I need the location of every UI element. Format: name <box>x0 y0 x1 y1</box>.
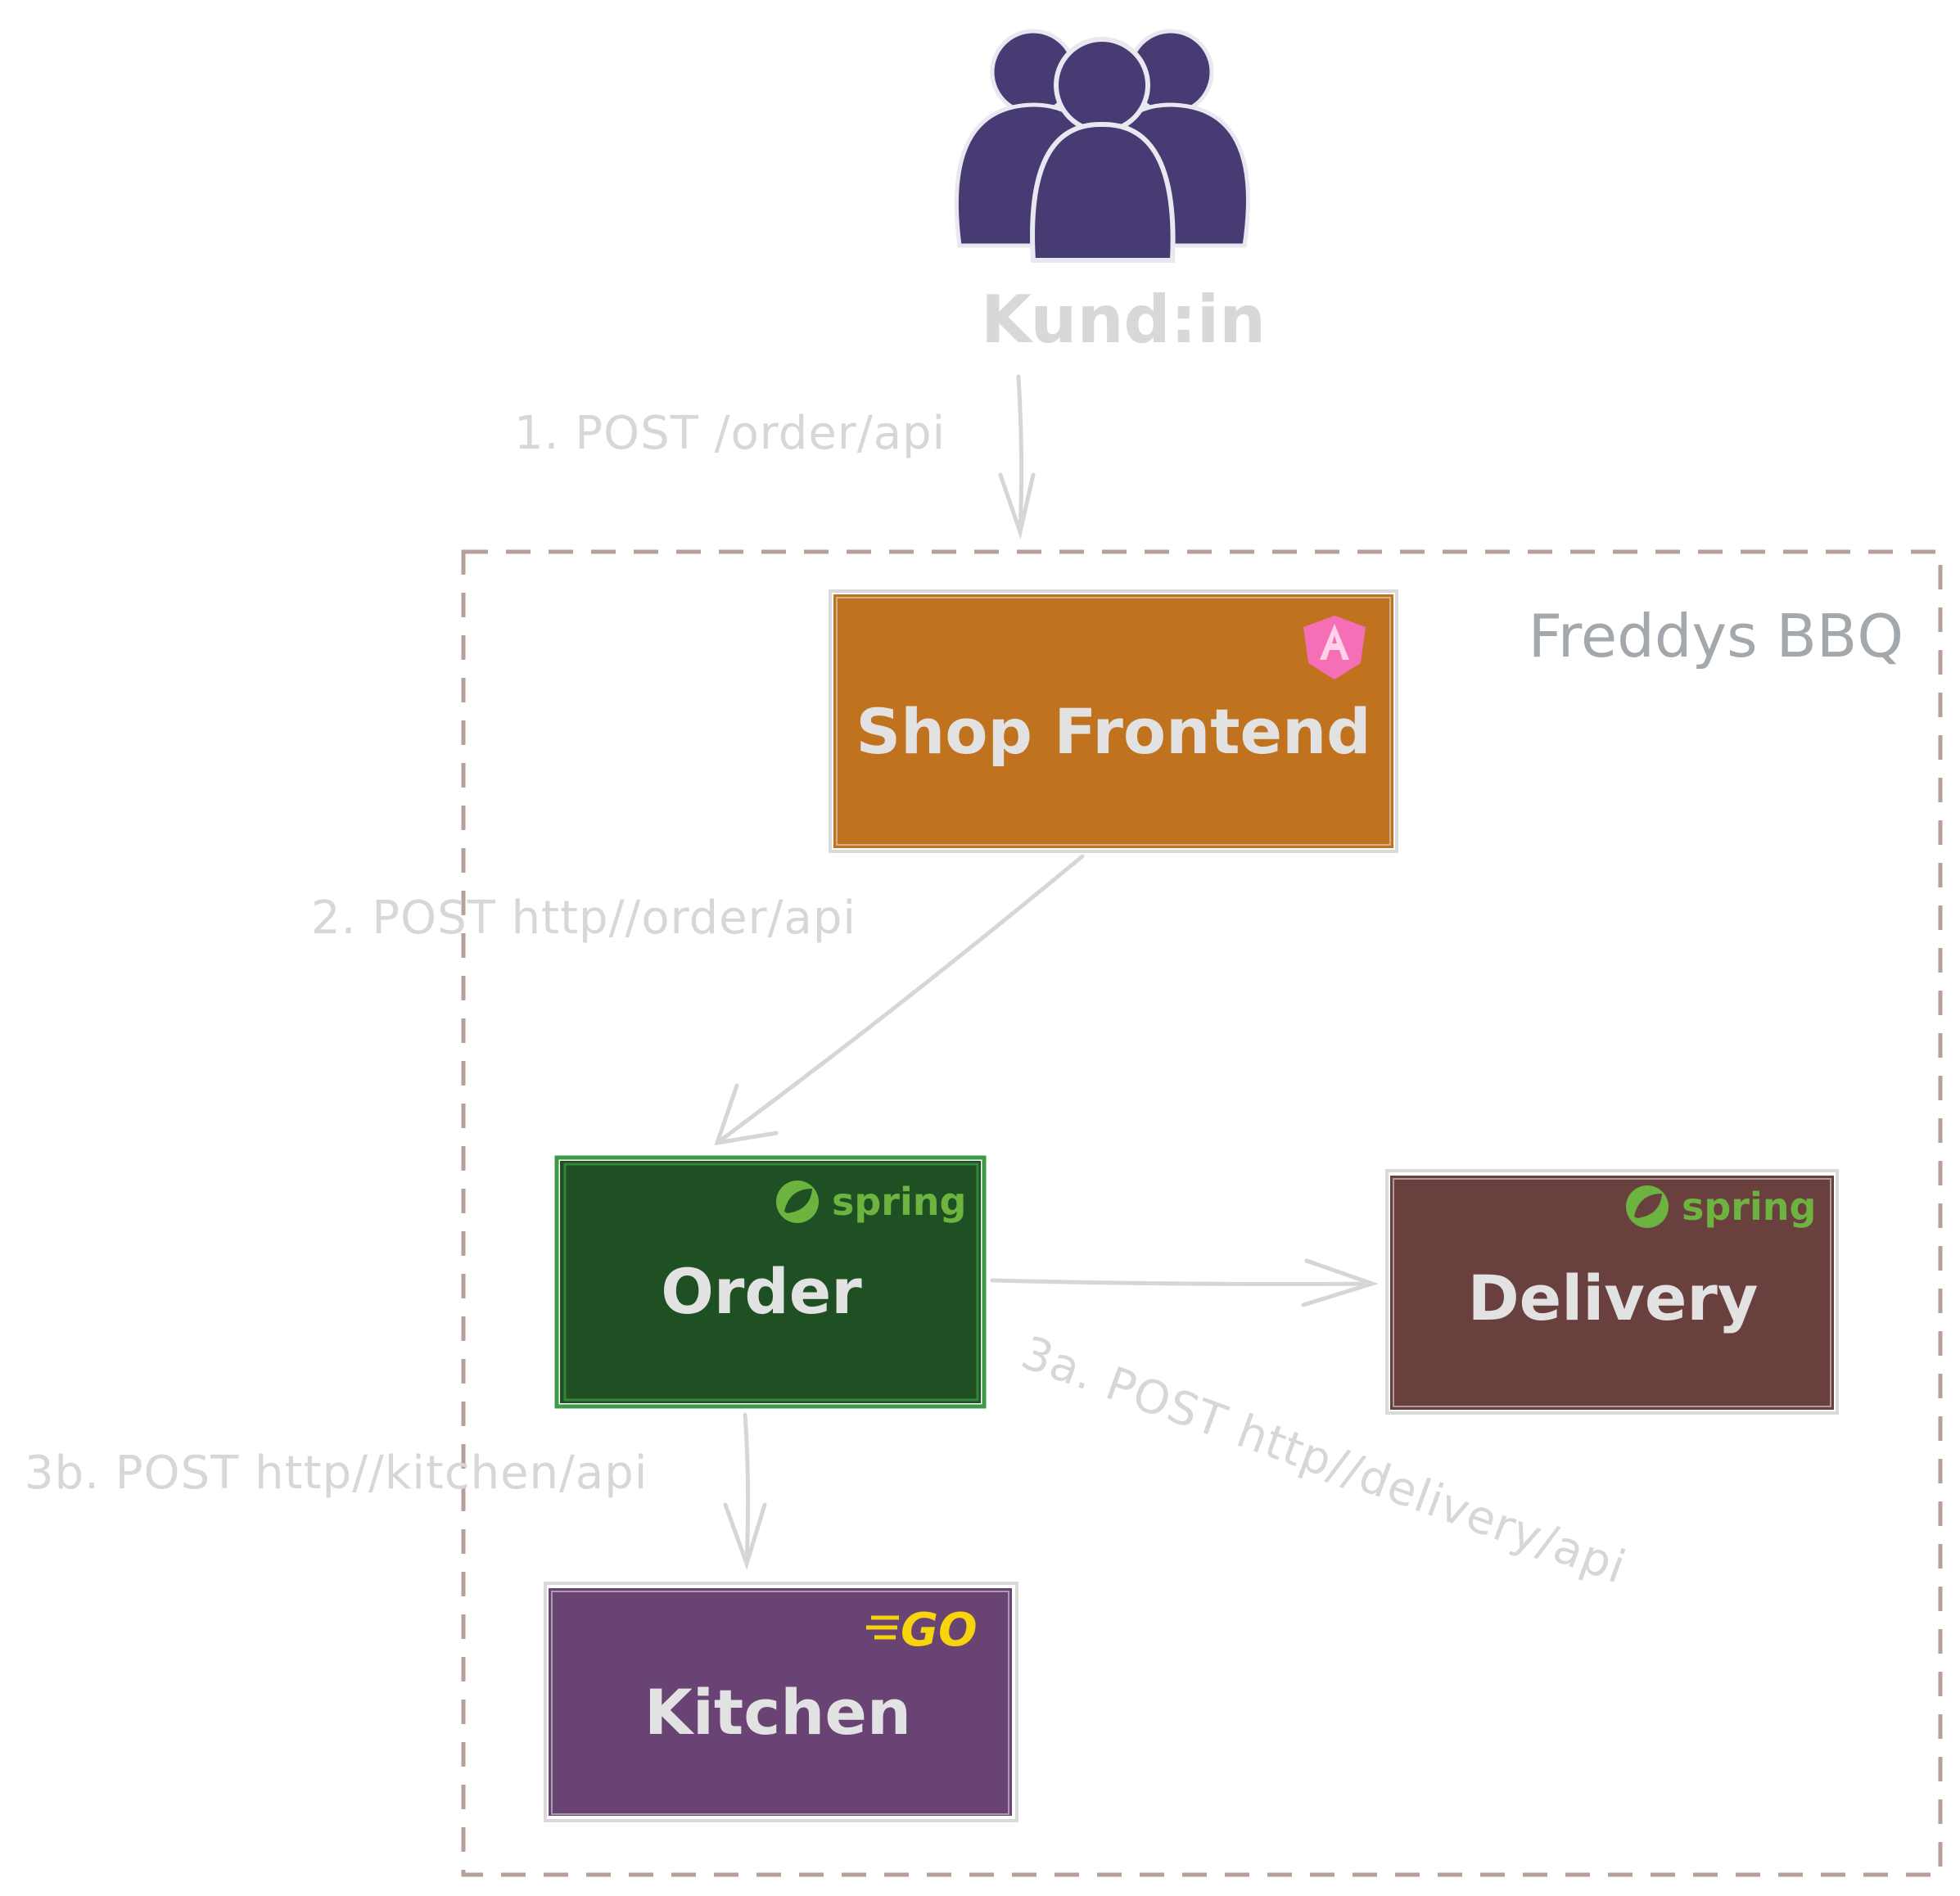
spring-logo-icon <box>776 1180 819 1223</box>
spring-logo-icon <box>1626 1185 1669 1228</box>
arrow-customer-to-frontend <box>998 374 1036 540</box>
kitchen-badge-text: GO <box>901 1604 978 1657</box>
arrow-order-to-delivery <box>990 1258 1379 1307</box>
order-label: Order <box>661 1255 862 1328</box>
service-order: spring Order <box>554 1155 987 1409</box>
system-boundary <box>461 549 1943 1877</box>
angular-logo-icon <box>1303 616 1366 679</box>
shop-frontend-label: Shop Frontend <box>856 695 1371 768</box>
boundary-label: Freddys BBQ <box>1529 602 1904 670</box>
edge-label-1: 1. POST /order/api <box>514 407 946 460</box>
edge-label-2: 2. POST http//order/api <box>311 892 856 945</box>
service-kitchen: GO Kitchen <box>544 1582 1018 1822</box>
service-delivery: spring Delivery <box>1385 1169 1839 1415</box>
delivery-badge-text: spring <box>1682 1185 1816 1229</box>
go-logo-icon <box>866 1615 899 1640</box>
arrow-frontend-to-order <box>714 854 1085 1146</box>
service-shop-frontend: Shop Frontend <box>829 589 1398 853</box>
delivery-label: Delivery <box>1468 1262 1759 1334</box>
actor-label: Kund:in <box>981 282 1266 358</box>
arrow-order-to-kitchen <box>723 1412 767 1570</box>
kitchen-label: Kitchen <box>644 1676 911 1749</box>
order-badge-text: spring <box>832 1180 966 1224</box>
users-group-icon <box>954 29 1250 263</box>
edge-label-3b: 3b. POST http//kitchen/api <box>25 1447 648 1500</box>
